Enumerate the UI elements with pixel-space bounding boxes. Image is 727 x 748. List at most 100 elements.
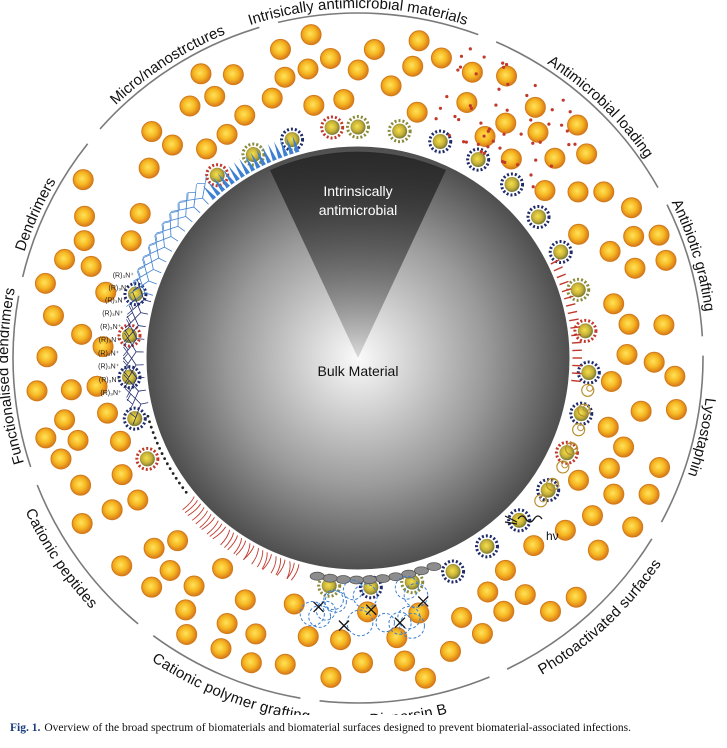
ring-segment	[36, 484, 139, 625]
released-particle	[453, 114, 457, 119]
bacterium	[167, 530, 189, 552]
bacterium	[613, 436, 635, 458]
bacterium	[74, 205, 96, 227]
released-particle	[438, 106, 443, 110]
segment-label-loading: Antimicrobial loading	[545, 52, 657, 161]
released-particle	[525, 93, 529, 98]
bacterium	[42, 305, 64, 327]
bacterium	[415, 667, 437, 689]
bacterium	[544, 147, 566, 169]
released-particle	[497, 87, 501, 91]
released-particle	[559, 123, 564, 127]
released-particle	[469, 106, 473, 110]
bacterium	[618, 313, 640, 335]
released-particle	[491, 139, 495, 143]
bacterium	[216, 123, 238, 145]
scissors-icon	[365, 604, 377, 616]
bacterium	[175, 599, 197, 621]
bacterium	[451, 607, 473, 629]
bacterium	[380, 75, 402, 97]
released-particle	[531, 141, 535, 145]
bacterium	[138, 157, 160, 179]
released-particle	[434, 117, 438, 121]
wedge-label-line2: antimicrobial	[319, 202, 398, 218]
released-particle	[529, 173, 533, 177]
bacterium	[428, 129, 453, 154]
bacterium	[638, 483, 660, 505]
nanospike	[262, 146, 272, 165]
bacterium	[196, 138, 218, 160]
released-particle	[550, 108, 554, 112]
bacterium	[280, 127, 305, 152]
light-arrow: hν	[504, 515, 559, 543]
bacterium	[50, 448, 72, 470]
bacterium	[548, 240, 573, 265]
released-particle	[474, 72, 478, 76]
nanospike	[233, 162, 246, 179]
bacterium	[234, 589, 256, 611]
released-particle	[479, 149, 483, 154]
bacterium	[461, 61, 483, 83]
bacterium	[474, 534, 499, 559]
ring-segment	[660, 355, 704, 523]
ammonium-label: (R)₃N⁺	[99, 337, 121, 344]
ammonium-labels: (R)₃N⁺(R)₃N⁺(R)₃N⁺(R)₃N⁺(R)₃N⁺(R)₃N⁺(R)₃…	[98, 272, 134, 397]
released-particle	[502, 65, 506, 69]
ammonium-label: (R)₃N⁺	[99, 377, 121, 384]
released-particle	[533, 83, 537, 88]
segment-label-lysostaphin: Lysostaphin	[684, 397, 719, 479]
nanospike	[222, 169, 236, 186]
bacterium	[600, 370, 622, 392]
bacterium	[387, 119, 412, 144]
bacterium	[665, 399, 687, 421]
released-particle	[529, 118, 533, 122]
bacterium	[408, 30, 430, 52]
bacterium	[593, 181, 615, 203]
ammonium-label: (R)₃N⁺	[105, 298, 127, 305]
bacterium	[430, 47, 452, 69]
bacterium	[36, 346, 58, 368]
bacterium	[346, 115, 370, 140]
released-particle	[459, 54, 464, 58]
nanospike	[244, 155, 256, 173]
bacterium	[643, 351, 665, 373]
bacterium	[143, 537, 165, 559]
released-particle	[479, 121, 483, 125]
released-particle	[501, 61, 505, 65]
released-particle	[457, 117, 461, 122]
bacterium	[347, 59, 369, 81]
released-particle	[561, 98, 565, 102]
bacterium	[71, 513, 93, 535]
bacterium	[495, 112, 517, 134]
released-particle	[547, 122, 551, 126]
bacterium	[621, 197, 643, 219]
scissors-icon	[338, 620, 350, 632]
bacterium	[514, 584, 536, 606]
bacterium	[101, 499, 123, 521]
bacterium	[568, 223, 590, 245]
scissors-icon	[394, 617, 406, 629]
bacterium	[330, 629, 352, 651]
bacterium	[204, 85, 226, 107]
ring-segment	[506, 538, 653, 670]
bacterium	[122, 406, 147, 431]
released-particle	[549, 164, 553, 168]
bacterium	[352, 652, 374, 674]
bacterium	[526, 204, 551, 229]
caption-label: Fig. 1.	[10, 722, 41, 734]
bacterium	[297, 625, 319, 647]
released-particle	[500, 159, 505, 164]
bacterium	[573, 318, 598, 343]
intrinsic-wedge	[270, 151, 446, 358]
bacterium	[71, 323, 93, 345]
bacterium	[567, 181, 589, 203]
bacterium	[72, 169, 94, 191]
bacterium	[210, 638, 232, 660]
bacterium	[576, 360, 601, 385]
segment-label-intrinsic: Intrisically antimicrobial materials	[246, 0, 470, 29]
bacterium	[319, 47, 341, 69]
bacterium	[283, 593, 305, 615]
bacterium	[540, 600, 562, 622]
bacterium	[477, 581, 499, 603]
bacterium	[357, 601, 379, 623]
